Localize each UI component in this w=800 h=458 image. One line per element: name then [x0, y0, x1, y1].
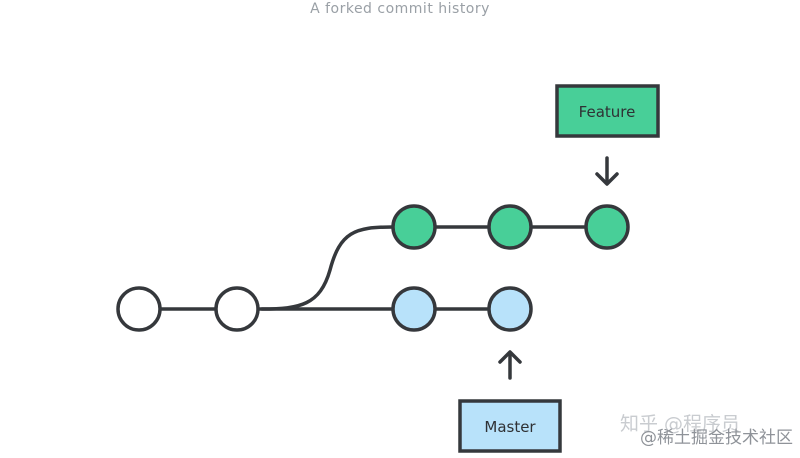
diagram-caption: A forked commit history: [310, 1, 490, 17]
commit-master-2: [487, 286, 533, 332]
feature-pointer-arrow: [595, 156, 619, 186]
feature-label-box: [555, 84, 660, 138]
watermark-juejin: @稀土掘金技术社区: [640, 428, 793, 448]
commit-feature-2: [487, 204, 533, 250]
commit-edges: [159, 225, 587, 311]
edge-fork-curve: [260, 225, 394, 311]
master-branch-label: Master: [458, 399, 562, 453]
watermark-zhihu: 知乎 @程序员: [620, 413, 741, 435]
feature-label-text: Feature: [579, 103, 636, 121]
commit-feature-3: [584, 204, 630, 250]
commit-base-1: [116, 286, 162, 332]
commit-base-2: [214, 286, 260, 332]
master-pointer-arrow: [498, 350, 522, 380]
master-label-box: [458, 399, 562, 453]
feature-branch-label: Feature: [555, 84, 660, 138]
master-label-text: Master: [484, 418, 536, 436]
commit-feature-1: [391, 204, 437, 250]
commit-master-1: [391, 286, 437, 332]
